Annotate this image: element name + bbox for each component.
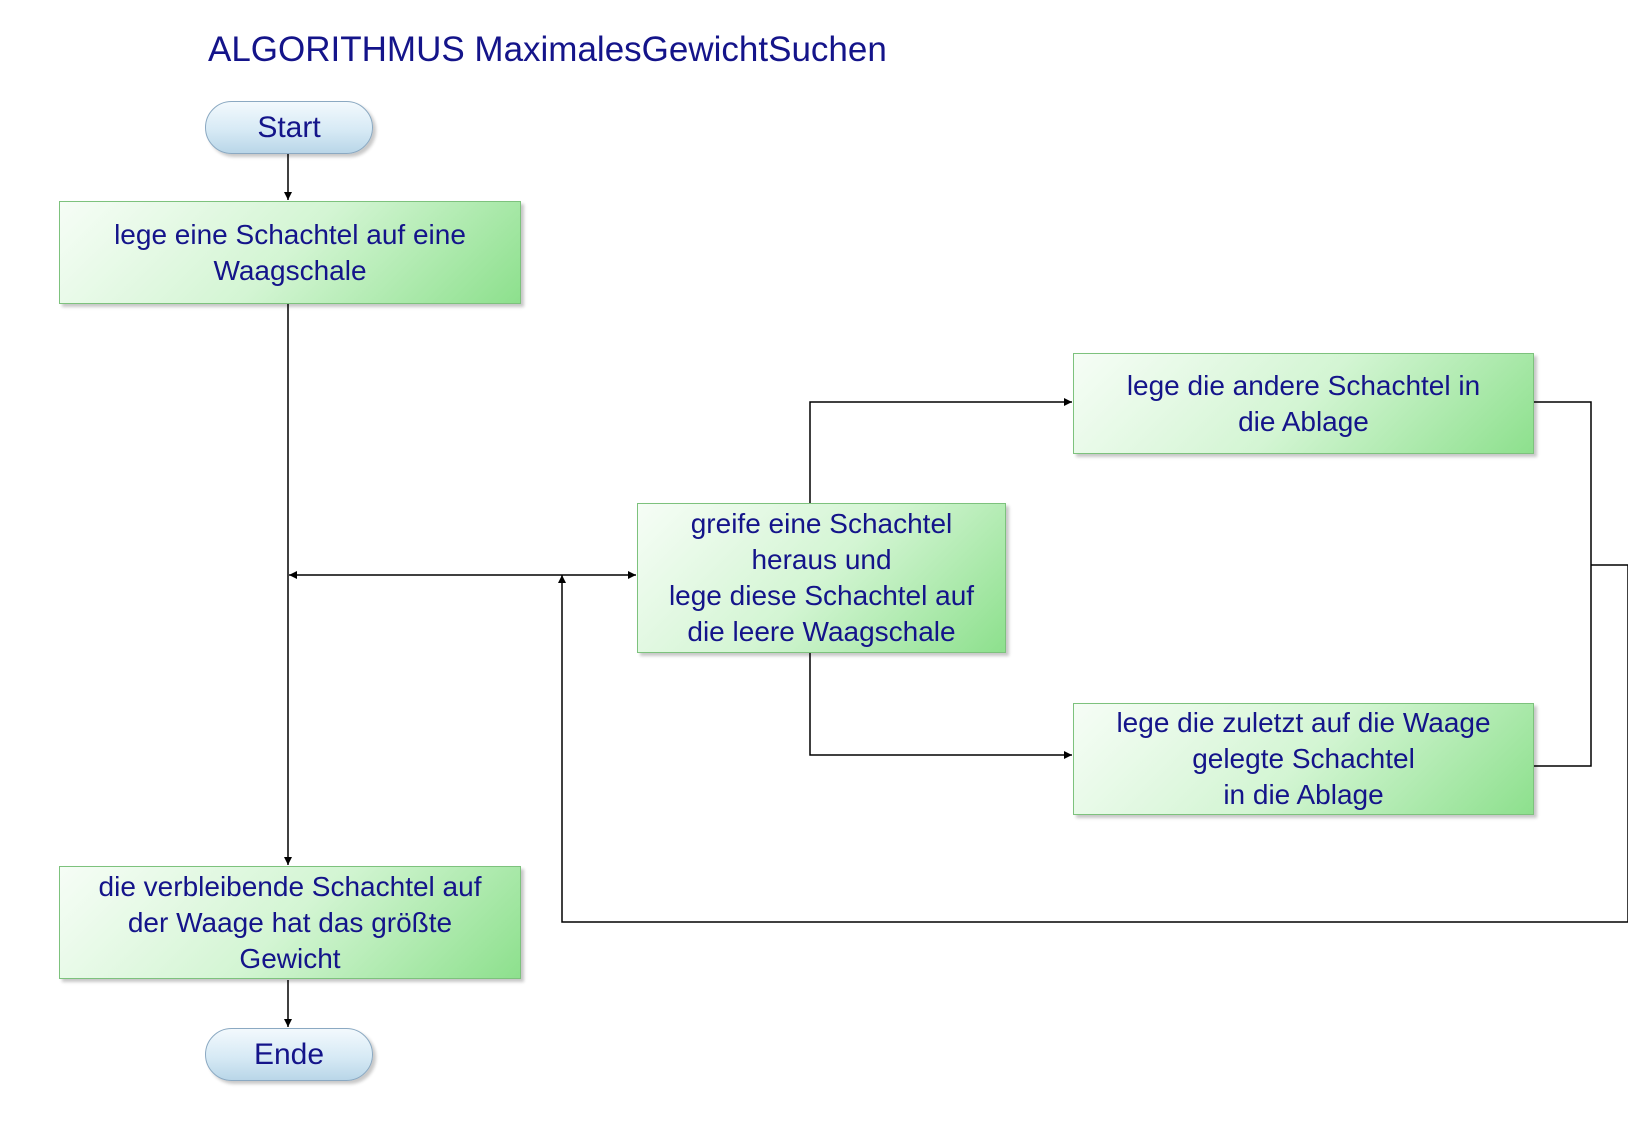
step-last-box-to-tray-label: lege die zuletzt auf die Waage gelegte S… xyxy=(1116,707,1491,810)
start-label: Start xyxy=(257,110,321,144)
arrow-step2-to-step4 xyxy=(809,653,1072,759)
step-last-box-to-tray: lege die zuletzt auf die Waage gelegte S… xyxy=(1073,703,1534,815)
step-take-box-and-place-label: greife eine Schachtel heraus und lege di… xyxy=(668,508,975,647)
step-take-box-and-place: greife eine Schachtel heraus und lege di… xyxy=(637,503,1006,653)
end-label: Ende xyxy=(253,1037,325,1071)
step-remaining-box-heaviest: die verbleibende Schachtel auf der Waage… xyxy=(59,866,521,979)
step-remaining-box-heaviest-label: die verbleibende Schachtel auf der Waage… xyxy=(98,870,482,974)
diagram-title: ALGORITHMUS MaximalesGewichtSuchen xyxy=(208,30,887,69)
arrow-loop-back xyxy=(558,564,1628,923)
step-other-box-to-tray-label: lege die andere Schachtel in die Ablage xyxy=(1126,369,1481,437)
line-step3-merge xyxy=(1534,401,1592,767)
step-place-box-on-scale: lege eine Schachtel auf eine Waagschale xyxy=(59,201,521,304)
arrow-step2-to-step3 xyxy=(809,398,1072,503)
step-place-box-on-scale-label: lege eine Schachtel auf eine Waagschale xyxy=(114,218,466,286)
start-terminal: Start xyxy=(205,101,373,154)
end-terminal: Ende xyxy=(205,1028,373,1081)
step-other-box-to-tray: lege die andere Schachtel in die Ablage xyxy=(1073,353,1534,454)
